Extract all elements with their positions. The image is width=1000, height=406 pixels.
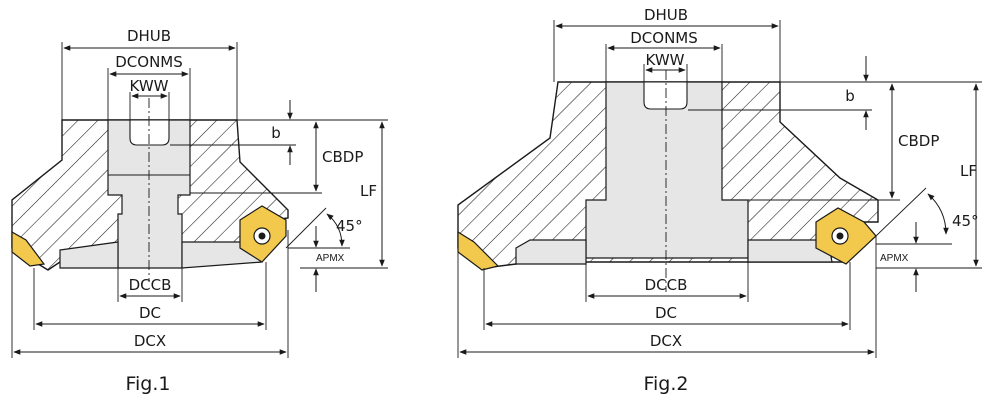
fig2-dconms-label: DCONMS [630, 29, 698, 47]
fig1-b-label: b [271, 124, 281, 142]
fig1-keyway [129, 119, 170, 146]
fig1-caption: Fig.1 [125, 373, 170, 395]
fig1-angle-label: 45° [336, 217, 363, 235]
fig1-lf-label: LF [360, 182, 377, 200]
fig1-cbdp-label: CBDP [322, 148, 363, 166]
fig1-dcx-label: DCX [134, 332, 166, 350]
fig2-drawing: DHUB DCONMS KWW b CBDP LF 45° APMX [457, 6, 982, 395]
fig2-apmx-label: APMX [880, 253, 909, 264]
fig1-dhub-label: DHUB [127, 27, 171, 45]
fig1-drawing: DHUB DCONMS KWW b CBDP LF 45° APMX [11, 27, 388, 395]
fig2-caption: Fig.2 [643, 373, 688, 395]
fig1-insert-left [11, 230, 46, 267]
fig2-lf-label: LF [960, 162, 977, 180]
fig1-dconms-label: DCONMS [115, 53, 183, 71]
fig2-dccb-label: DCCB [645, 276, 688, 294]
fig2-bottom-face-right [747, 239, 833, 263]
fig2-cbdp-label: CBDP [898, 132, 939, 150]
fig1-dc-label: DC [139, 304, 161, 322]
fig2-kww-label: KWW [646, 51, 685, 69]
fig2-insert-left [457, 230, 500, 271]
fig2-bottom-face [515, 239, 587, 265]
fig2-dhub-label: DHUB [644, 6, 688, 24]
fig2-keyway [643, 81, 688, 110]
fig1-apmx-label: APMX [316, 253, 345, 264]
fig1-kww-label: KWW [130, 77, 169, 95]
fig2-screw-head-icon [836, 232, 844, 240]
fig2-dc-label: DC [655, 304, 677, 322]
fig2-dcx-label: DCX [650, 332, 682, 350]
fig1-dccb-label: DCCB [129, 276, 172, 294]
fig2-b-label: b [845, 87, 855, 105]
fig2-angle-label: 45° [952, 212, 979, 230]
fig1-screw-head-icon [258, 232, 266, 240]
